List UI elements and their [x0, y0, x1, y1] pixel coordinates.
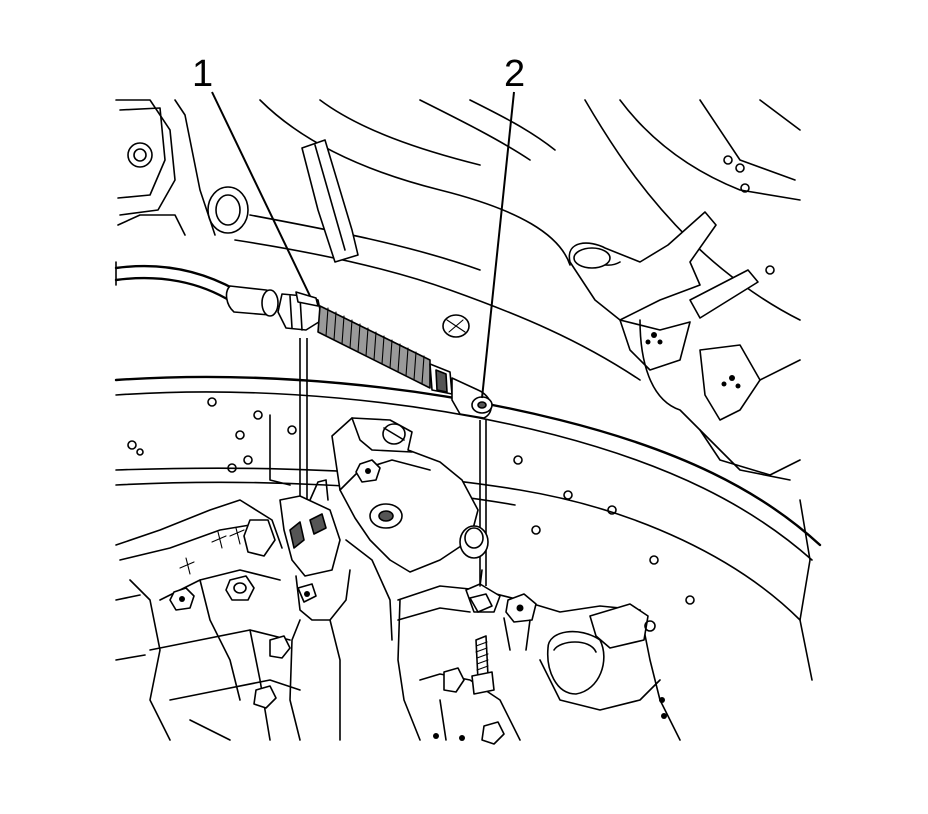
- callout-1-label: 1: [192, 53, 213, 95]
- install-guides: [299, 338, 487, 586]
- callout-1: 1: [192, 53, 311, 297]
- callout-2-leader: [481, 91, 515, 399]
- transmission-right: [397, 569, 681, 745]
- callout-1-leader: [211, 91, 311, 297]
- transmission-left: [115, 499, 301, 741]
- callout-2: 2: [481, 53, 525, 399]
- callout-2-label: 2: [504, 53, 525, 95]
- body-structure: [114, 99, 822, 681]
- shift-cable: [114, 261, 493, 419]
- shifter-bracket: [279, 417, 489, 741]
